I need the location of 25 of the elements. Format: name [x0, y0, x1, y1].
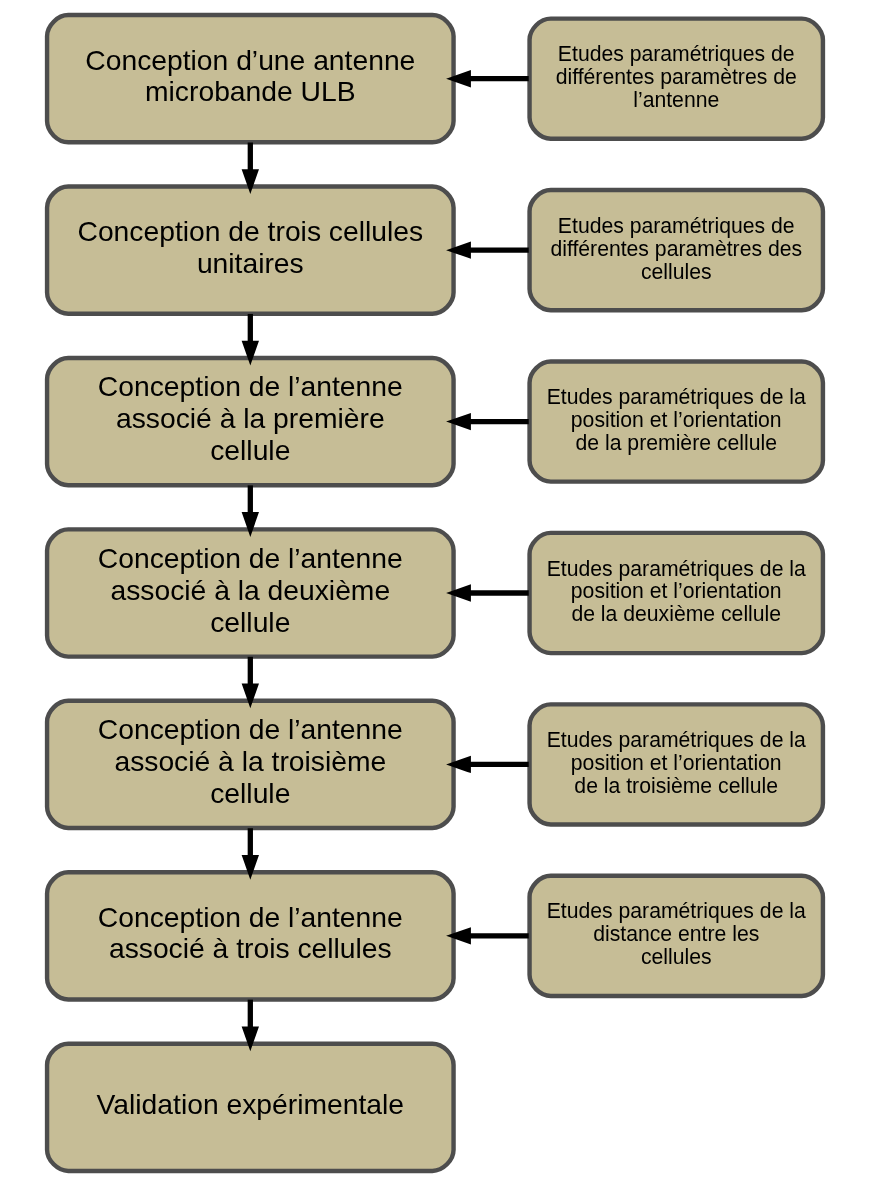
node-box: Etudes paramétriques de différentes paramètres des cellules	[527, 187, 826, 313]
arrow	[241, 656, 259, 709]
arrow	[241, 999, 259, 1052]
node-box: Conception d’une antenne microbande ULB	[44, 12, 456, 145]
arrow	[446, 755, 529, 774]
node-box: Etudes paramétriques de la position et l’orientation de la première cellule	[527, 359, 826, 484]
arrow	[446, 927, 529, 945]
node-box: Conception de l’antenne associé à la troisième cellule	[44, 698, 456, 831]
node-box: Etudes paramétriques de la position et l’orientation de la deuxième cellule	[527, 530, 826, 656]
node-box: Conception de l’antenne associé à la première cellule	[44, 355, 456, 488]
arrow	[241, 828, 259, 880]
arrow	[446, 412, 529, 431]
arrow	[446, 70, 529, 88]
arrow	[446, 584, 529, 602]
node-box: Validation expérimentale	[44, 1041, 456, 1174]
node-box: Conception de trois cellules unitaires	[44, 184, 456, 316]
node-box: Etudes paramétriques de la distance entre les cellules	[527, 873, 826, 999]
arrow	[446, 241, 529, 259]
node-box: Etudes paramétriques de la position et l’orientation de la troisième cellule	[527, 702, 826, 827]
arrow	[241, 485, 259, 537]
node-box: Etudes paramétriques de différentes paramètres de l’antenne	[527, 16, 826, 141]
node-box: Conception de l’antenne associé à trois cellules	[44, 870, 456, 1002]
node-box: Conception de l’antenne associé à la deuxième cellule	[44, 527, 456, 659]
arrow	[241, 313, 259, 366]
arrow	[241, 142, 259, 195]
